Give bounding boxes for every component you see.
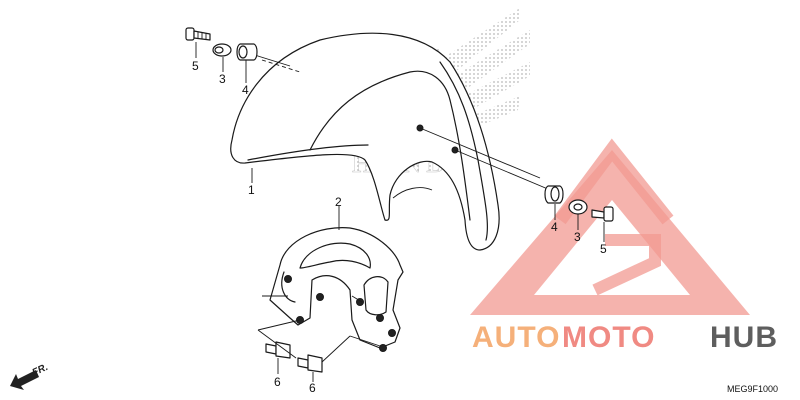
collar-left <box>212 43 232 57</box>
callout-4-right: 4 <box>551 220 558 234</box>
callout-3-left: 3 <box>219 72 226 86</box>
callout-1: 1 <box>248 183 255 197</box>
bolt-left <box>185 27 211 41</box>
automotohub-logo <box>470 138 750 315</box>
callout-4-left: 4 <box>242 83 249 97</box>
callout-2: 2 <box>335 195 342 209</box>
brand-moto: MOTO <box>562 321 655 354</box>
diagram-code: MEG9F1000 <box>727 384 778 394</box>
callout-6-a: 6 <box>274 375 281 389</box>
direction-label: FR. <box>31 362 50 379</box>
brand-hub: HUB <box>710 321 778 354</box>
fender-stay <box>269 227 404 352</box>
collar-right <box>568 199 588 215</box>
callout-3-right: 3 <box>574 230 581 244</box>
bolt-right <box>591 206 614 222</box>
forward-arrow-icon <box>10 370 39 390</box>
flange-bolt-b <box>297 354 323 373</box>
callout-5-right: 5 <box>600 242 607 256</box>
grommet-left <box>236 43 258 61</box>
brand-auto: AUTO <box>472 321 560 354</box>
callout-6-b: 6 <box>309 381 316 395</box>
flange-bolt-a <box>265 341 291 359</box>
callout-5-left: 5 <box>192 59 199 73</box>
grommet-right <box>544 185 564 204</box>
